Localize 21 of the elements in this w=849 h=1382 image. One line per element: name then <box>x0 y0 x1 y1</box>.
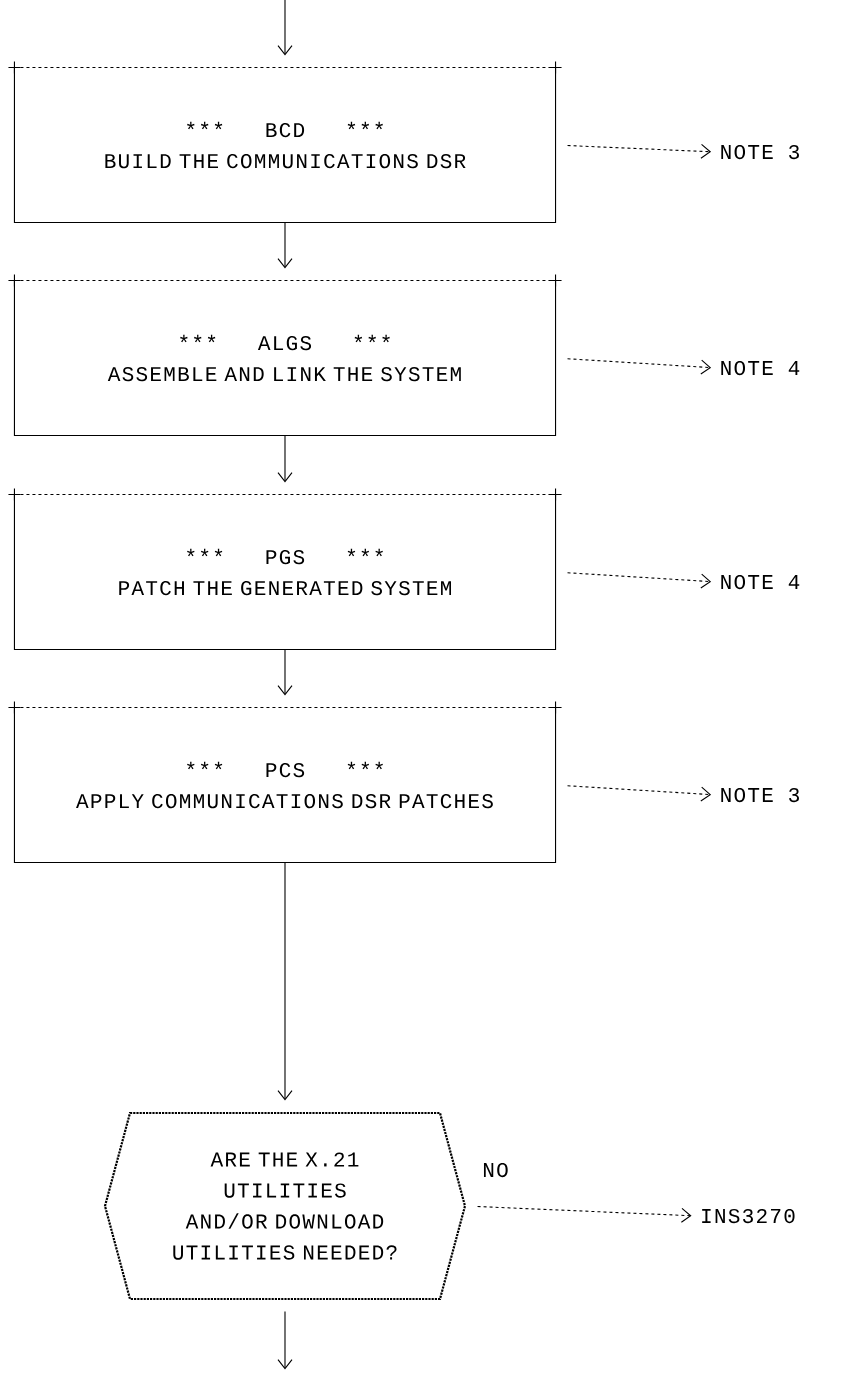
arrow <box>566 358 712 375</box>
note-label: NOTE 3 <box>721 144 799 160</box>
arrow <box>277 0 293 56</box>
arrow <box>277 862 293 1101</box>
note-label: NOTE 4 <box>721 574 800 590</box>
process-box: *** PGS *** PATCH THE GENERATED SYSTEM <box>7 487 563 651</box>
edge-label: NO <box>481 1161 510 1179</box>
arrow <box>277 649 293 696</box>
arrow <box>477 1205 692 1223</box>
process-box: *** PCS *** APPLY COMMUNICATIONS DSR PATCHES <box>7 700 563 864</box>
note-label: NOTE 4 <box>721 360 800 376</box>
arrow <box>277 222 293 269</box>
process-box: *** BCD *** BUILD THE COMMUNICATIONS DSR <box>7 60 563 224</box>
note-label: NOTE 3 <box>721 787 799 803</box>
arrow <box>566 785 712 802</box>
note-label: INS3270 <box>702 1208 795 1224</box>
arrow <box>277 1311 293 1370</box>
process-box: *** ALGS *** ASSEMBLE AND LINK THE SYSTEM <box>7 273 563 437</box>
arrow <box>567 143 712 159</box>
arrow <box>277 435 293 483</box>
arrow <box>566 572 712 589</box>
